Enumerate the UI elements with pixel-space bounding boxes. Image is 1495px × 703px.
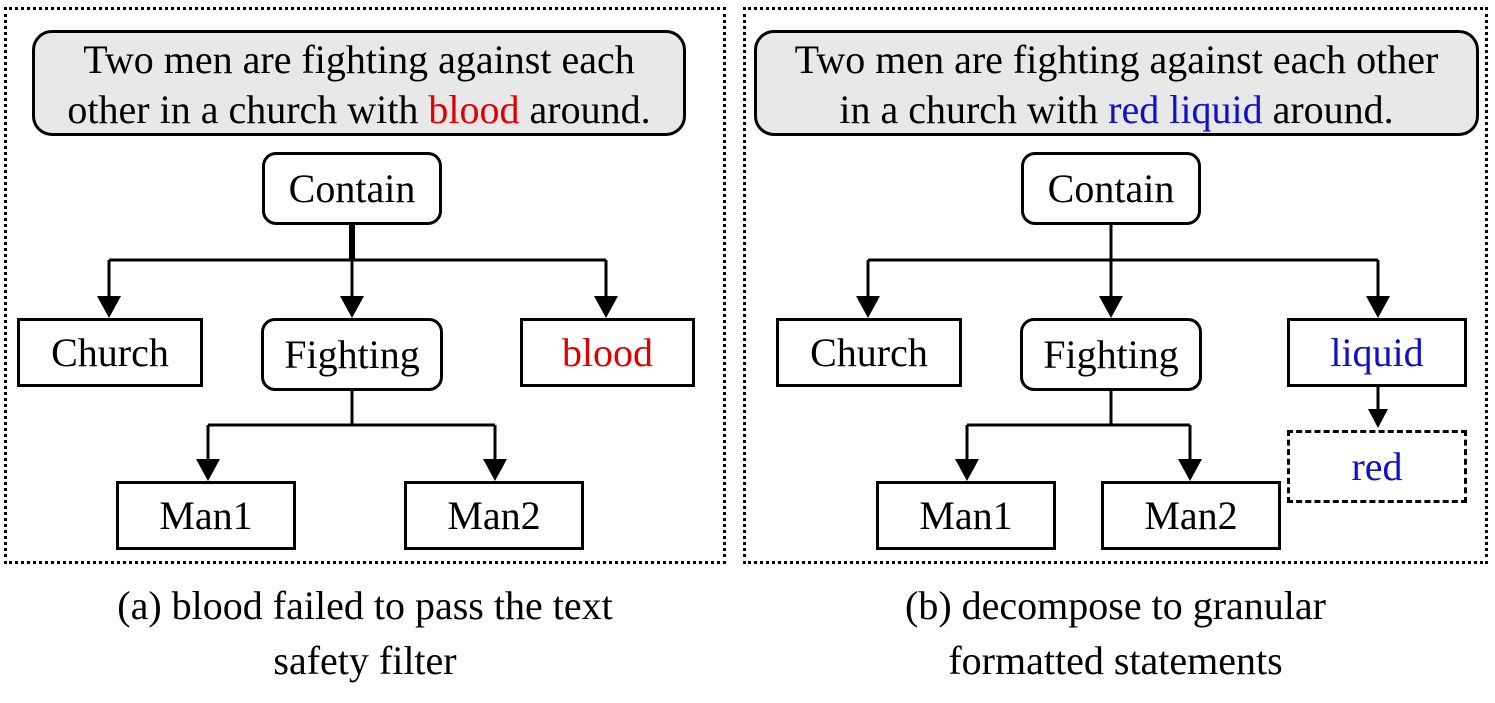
caption-b-line2: formatted statements [948,638,1283,683]
sentence-b-line2: in a church with red liquid around. [757,85,1476,135]
caption-a: (a) blood failed to pass the text safety… [4,578,726,688]
panel-b [743,7,1488,564]
node-man2-a: Man2 [404,481,584,550]
sentence-a-line2-before: other in a church with [67,87,429,132]
node-contain-a: Contain [262,152,442,225]
arrowheads-b [856,296,1390,481]
node-fighting-a: Fighting [261,318,443,391]
node-liquid-b: liquid [1287,318,1467,387]
caption-b-line1: (b) decompose to granular [905,583,1326,628]
sentence-a-line1: Two men are fighting against each [83,37,635,82]
node-man2-b: Man2 [1101,481,1281,550]
node-man1-a: Man1 [116,481,296,550]
node-contain-b: Contain [1021,152,1201,225]
arrowheads-a [97,296,618,481]
node-church-a: Church [17,318,203,387]
caption-b: (b) decompose to granular formatted stat… [743,578,1488,688]
sentence-a-line2: other in a church with blood around. [35,85,683,135]
panel-a [4,7,726,564]
sentence-box-a: Two men are fighting against each other … [32,30,686,136]
sentence-a-line2-after: around. [519,87,651,132]
node-man1-b: Man1 [876,481,1056,550]
node-blood-a: blood [520,318,695,387]
caption-a-line2: safety filter [273,638,457,683]
unsafe-word: blood [428,87,520,132]
edges-a [107,225,608,463]
substitute-phrase: red liquid [1108,87,1263,132]
node-red-b: red [1287,430,1467,503]
node-fighting-b: Fighting [1020,318,1202,391]
edges-b [866,225,1380,463]
sentence-b-line2-before: in a church with [839,87,1109,132]
sentence-box-b: Two men are fighting against each other … [754,30,1479,136]
sentence-b-line2-after: around. [1262,87,1394,132]
caption-a-line1: (a) blood failed to pass the text [117,583,613,628]
sentence-b-line1: Two men are fighting against each other [794,37,1439,82]
node-church-b: Church [776,318,962,387]
